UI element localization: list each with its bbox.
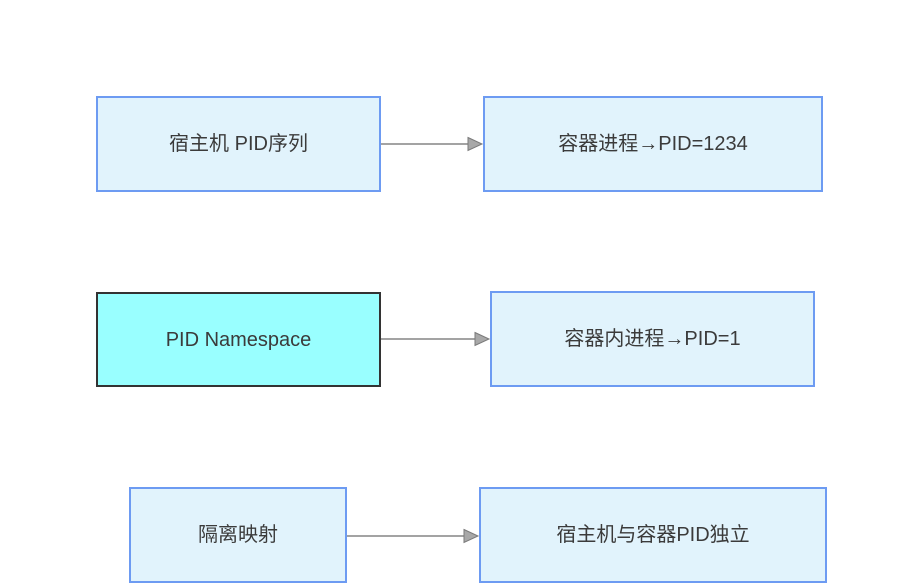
node-host-container-pid-independent-label: 宿主机与容器PID独立 [556, 524, 750, 546]
arrow-pid-namespace-to-inner-proc [381, 331, 491, 347]
node-pid-namespace[interactable]: PID Namespace [96, 292, 381, 387]
node-host-pid-sequence[interactable]: 宿主机 PID序列 [96, 96, 381, 192]
node-host-container-pid-independent[interactable]: 宿主机与容器PID独立 [479, 487, 827, 583]
arrow-host-pid-to-container-proc [381, 136, 484, 152]
node-isolation-mapping-label: 隔离映射 [198, 524, 278, 546]
node-container-process[interactable]: 容器进程→PID=1234 [483, 96, 823, 192]
node-container-inner-process[interactable]: 容器内进程→PID=1 [490, 291, 815, 387]
node-pid-namespace-label: PID Namespace [165, 328, 312, 351]
node-host-pid-sequence-label: 宿主机 PID序列 [169, 133, 308, 155]
node-isolation-mapping[interactable]: 隔离映射 [129, 487, 347, 583]
node-container-inner-process-label: 容器内进程→PID=1 [564, 328, 741, 350]
node-container-process-label: 容器进程→PID=1234 [558, 133, 748, 155]
arrow-isolation-map-to-pid-independent [347, 528, 480, 544]
